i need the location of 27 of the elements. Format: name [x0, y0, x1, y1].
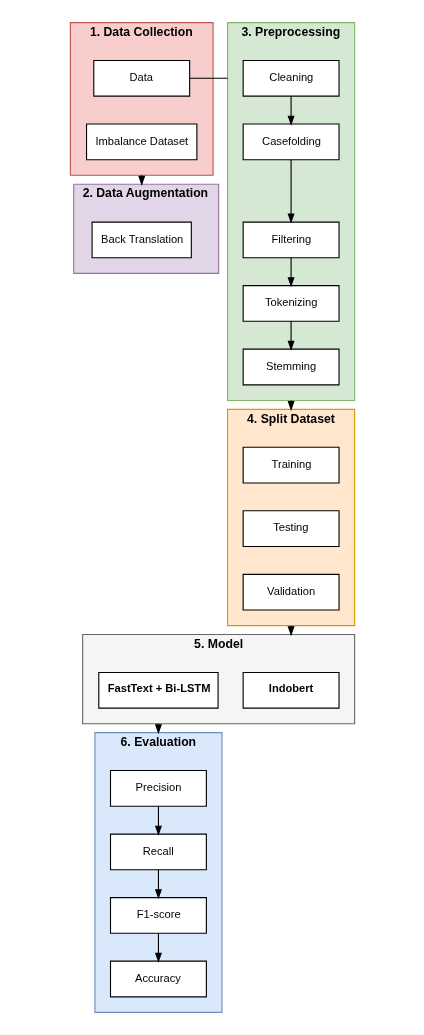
node-box: Testing: [242, 510, 340, 548]
arrow: [287, 159, 295, 224]
node-box: Tokenizing: [242, 285, 340, 322]
arrow: [287, 95, 295, 126]
node-box: Validation: [242, 573, 340, 611]
node-box: Recall: [109, 833, 207, 871]
arrow: [154, 869, 162, 900]
node-box: Filtering: [242, 221, 340, 259]
arrow: [154, 932, 162, 963]
node-box: Cleaning: [242, 59, 340, 97]
node-box: Training: [242, 446, 340, 484]
arrow: [287, 320, 295, 351]
node-box: Back Translation: [91, 221, 192, 259]
arrow: [154, 805, 162, 836]
node-box: Imbalance Dataset: [85, 123, 197, 161]
node-box: FastText + Bi-LSTM: [97, 671, 219, 709]
node-box: Casefolding: [242, 123, 340, 161]
node-box: Precision: [109, 770, 207, 807]
arrow: [287, 257, 295, 288]
arrow: [137, 174, 145, 186]
arrow: [287, 399, 295, 412]
node-box: Accuracy: [109, 960, 207, 998]
connector: [188, 77, 228, 79]
node-box: F1-score: [109, 897, 207, 934]
node-box: Data: [92, 59, 190, 97]
node-box: Stemming: [242, 348, 340, 386]
node-box: Indobert: [242, 671, 340, 709]
